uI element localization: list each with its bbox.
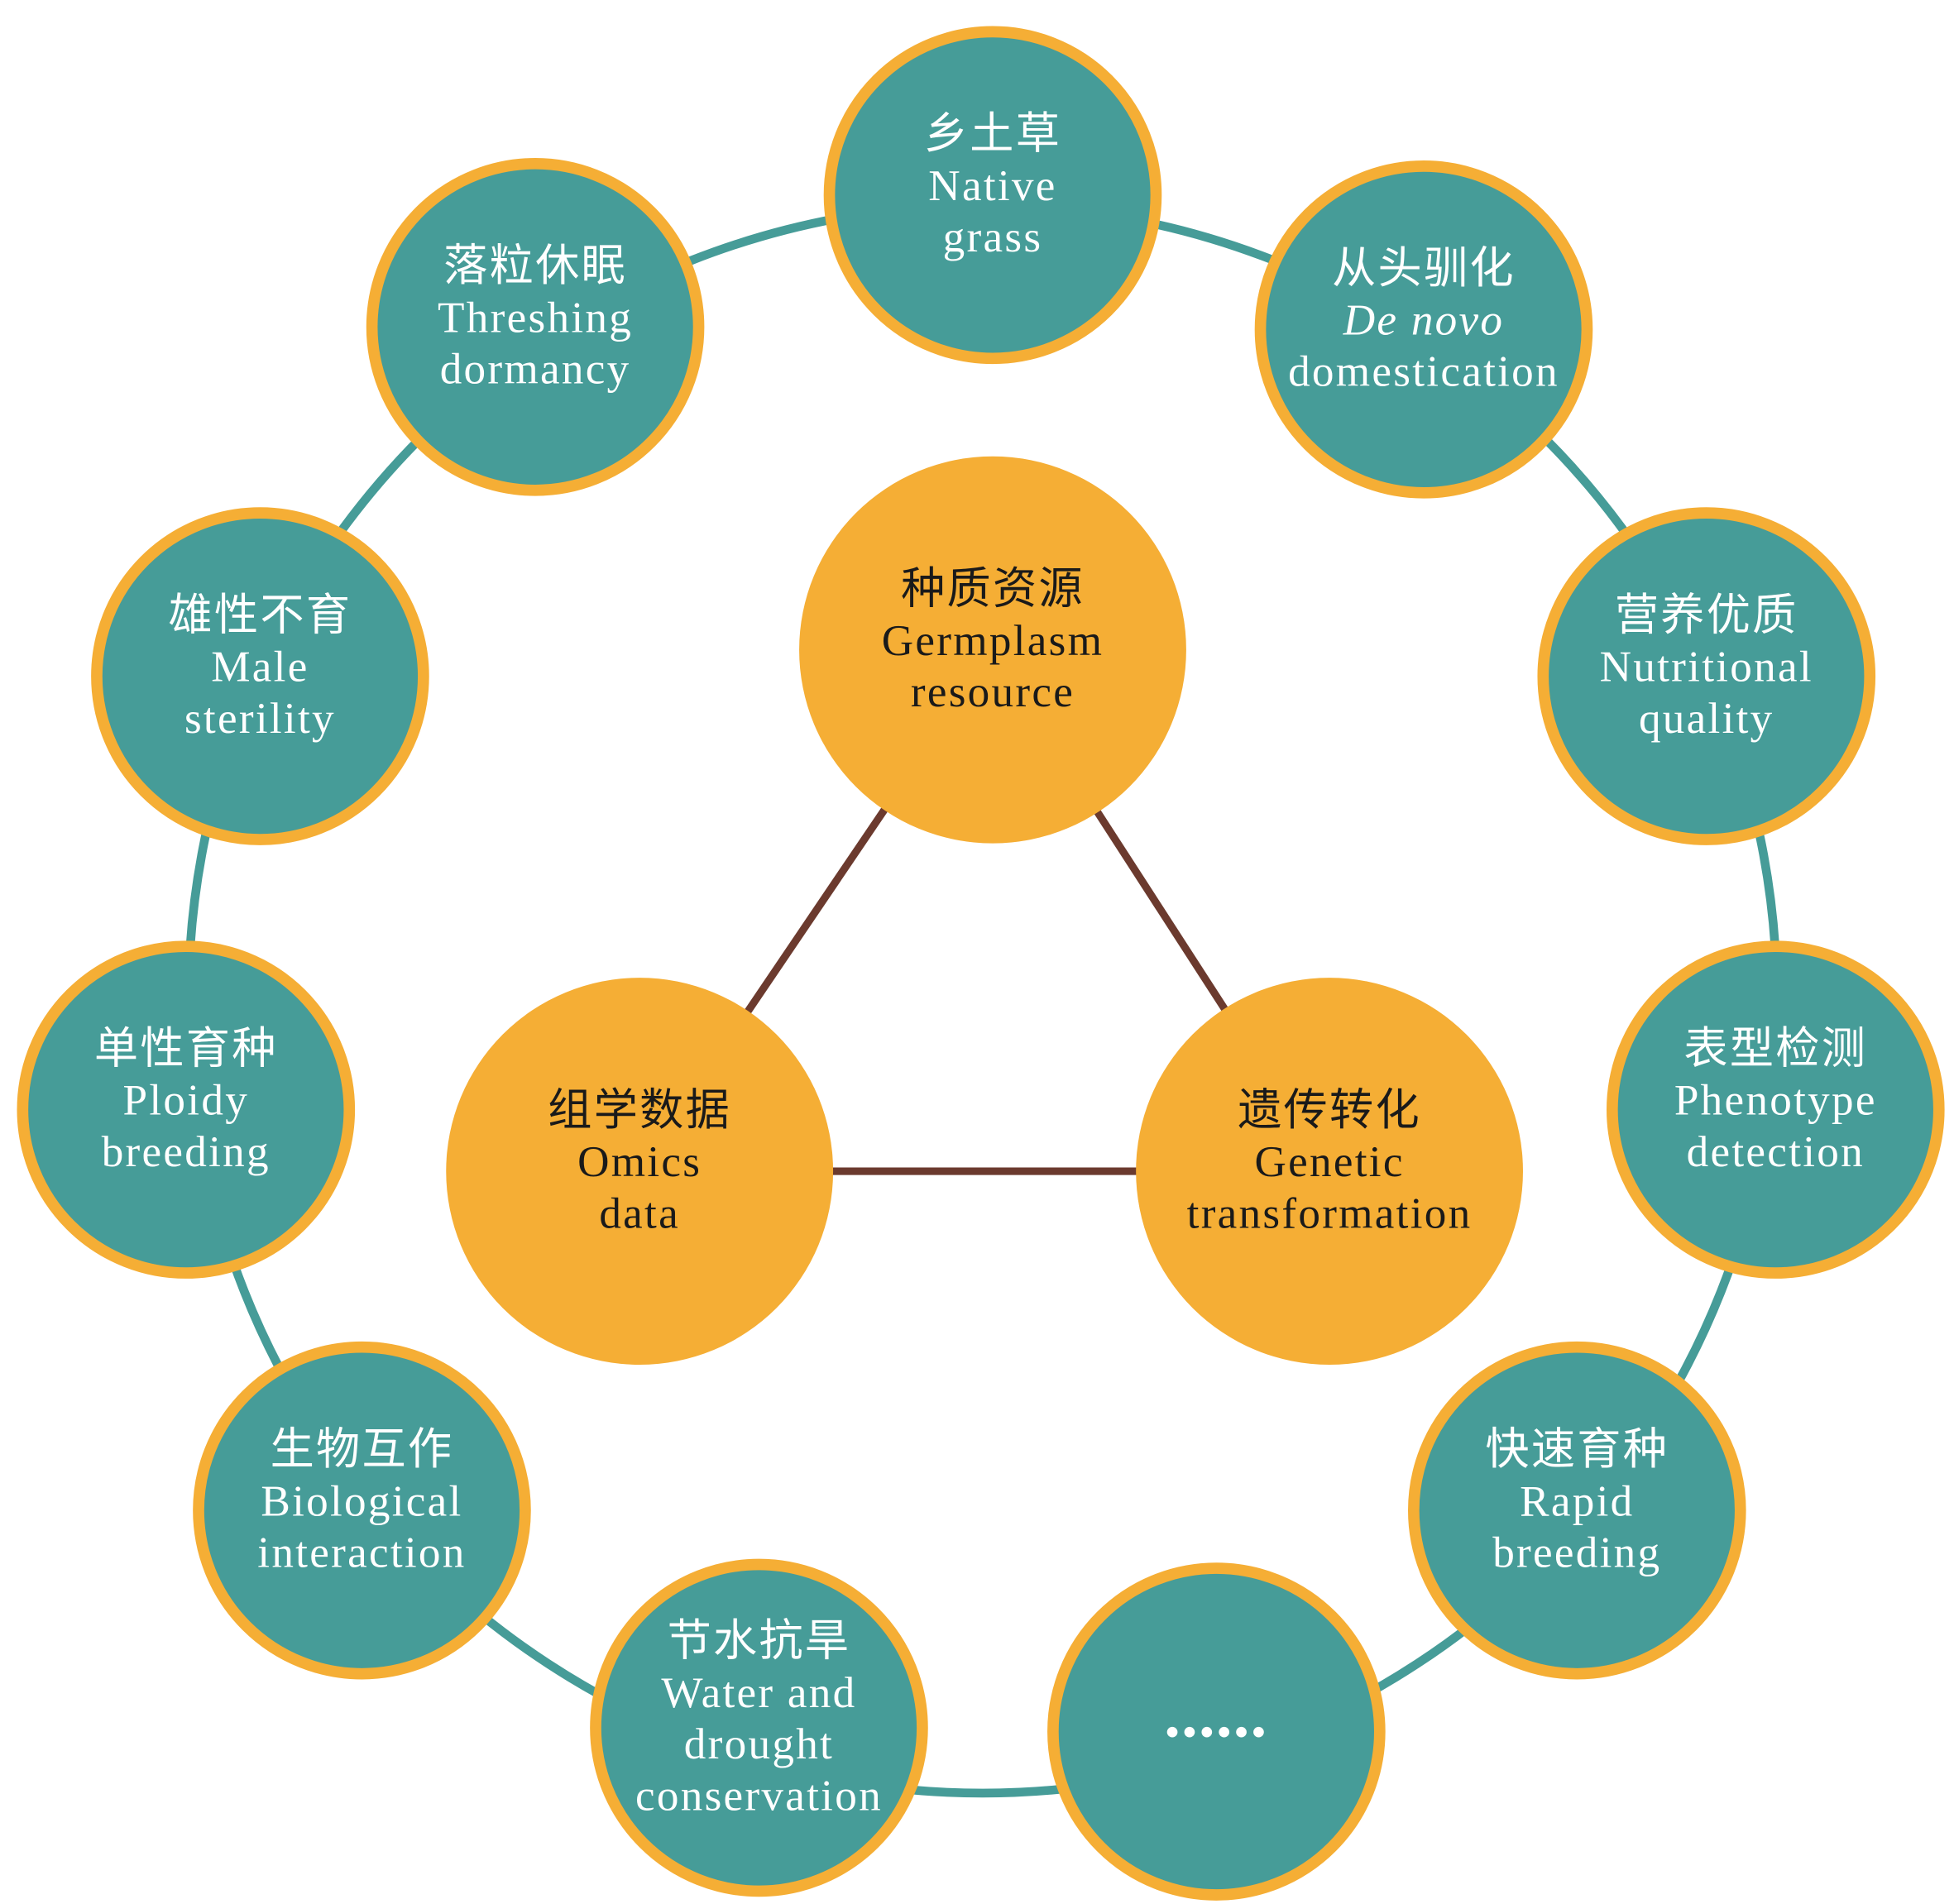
- node-label-line: 表型检测: [1683, 1025, 1867, 1073]
- node-circle: [1136, 978, 1523, 1365]
- node-label-line: Nutritional: [1600, 643, 1813, 691]
- node-label-line: conservation: [635, 1772, 883, 1820]
- node-label-line: 生物互作: [271, 1426, 454, 1474]
- node-label-line: Rapid: [1520, 1477, 1634, 1525]
- node-label-line: Ploidy: [123, 1077, 250, 1125]
- node-label-line: 组学数据: [548, 1087, 731, 1135]
- node-circle: [17, 940, 356, 1279]
- node-label-line: 单性育种: [94, 1025, 278, 1073]
- node-circle: [366, 158, 705, 496]
- node-label-line: detection: [1687, 1128, 1865, 1176]
- node-label-line: sterility: [184, 695, 336, 743]
- node-label-line: 遗传转化: [1238, 1087, 1421, 1135]
- node-label-line: interaction: [257, 1529, 466, 1577]
- node-label-line: breeding: [1492, 1529, 1661, 1577]
- node-label-line: 落粒休眠: [443, 242, 627, 290]
- node-label-line: grass: [943, 213, 1043, 261]
- node-circle: [1254, 160, 1593, 499]
- ellipsis-dots: ••••••: [1165, 1709, 1268, 1757]
- node-label-line: Genetic: [1254, 1138, 1404, 1186]
- node-label-line: Phenotype: [1674, 1077, 1877, 1125]
- node-label-line: De novo: [1343, 296, 1505, 344]
- node-label-line: 从头驯化: [1332, 245, 1516, 293]
- node-label-line: 乡土草: [924, 111, 1061, 159]
- node-label-line: 节水抗旱: [668, 1618, 851, 1666]
- node-circle: [799, 456, 1186, 844]
- center-nodes: 种质资源Germplasmresource组学数据Omicsdata遗传转化Ge…: [446, 456, 1523, 1365]
- node-circle: [1408, 1341, 1746, 1680]
- node-circle: [1047, 1562, 1386, 1901]
- node-label-line: 营养优质: [1615, 591, 1798, 639]
- node-label-line: Threshing: [438, 294, 633, 342]
- node-label-line: transformation: [1187, 1189, 1473, 1237]
- node-label-line: Water and: [661, 1669, 856, 1717]
- node-label-line: Male: [211, 643, 309, 691]
- node-circle: [446, 978, 834, 1365]
- node-label-line: resource: [911, 668, 1075, 716]
- node-circle: [193, 1341, 531, 1680]
- node-label-line: dormancy: [440, 346, 631, 394]
- node-circle: [91, 507, 429, 845]
- node-circle: [590, 1558, 928, 1897]
- node-label-line: drought: [684, 1720, 834, 1768]
- node-label-line: quality: [1639, 695, 1774, 743]
- node-label-line: Biological: [261, 1477, 462, 1525]
- node-circle: [1537, 507, 1876, 845]
- node-circle: [823, 26, 1162, 365]
- node-label-line: domestication: [1288, 348, 1559, 396]
- node-label-line: 雄性不育: [169, 591, 352, 639]
- node-label-line: 种质资源: [901, 565, 1085, 613]
- node-label-line: breeding: [102, 1128, 271, 1176]
- node-label-line: Omics: [577, 1138, 702, 1186]
- node-label-line: Native: [928, 162, 1056, 210]
- node-label-line: Germplasm: [882, 617, 1104, 665]
- node-label-line: 快速育种: [1485, 1426, 1669, 1474]
- node-more: ••••••: [1047, 1562, 1386, 1901]
- node-circle: [1607, 940, 1945, 1279]
- node-label-line: data: [599, 1189, 680, 1237]
